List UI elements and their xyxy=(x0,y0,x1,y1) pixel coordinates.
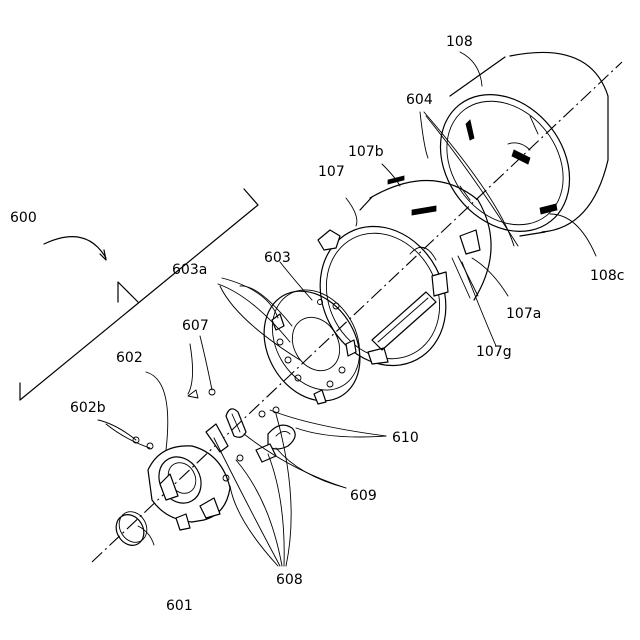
assembly-600-bracket xyxy=(20,189,258,400)
label-603: 603 xyxy=(264,250,291,266)
label-610: 610 xyxy=(392,430,419,446)
label-107a: 107a xyxy=(506,306,541,322)
label-108: 108 xyxy=(446,34,473,50)
label-107g: 107g xyxy=(476,344,512,360)
label-609: 609 xyxy=(350,488,377,504)
label-602b: 602b xyxy=(70,400,106,416)
cap-601 xyxy=(111,507,153,551)
label-608: 608 xyxy=(276,572,303,588)
label-603a: 603a xyxy=(172,262,207,278)
outer-cylinder-108 xyxy=(414,52,608,257)
label-602: 602 xyxy=(116,350,143,366)
label-604: 604 xyxy=(406,92,433,108)
label-107b: 107b xyxy=(348,144,384,160)
circuit-disc-603 xyxy=(245,274,379,418)
holder-602 xyxy=(133,437,230,530)
label-600: 600 xyxy=(10,210,37,226)
inner-cylinder-107 xyxy=(296,176,491,388)
label-107: 107 xyxy=(318,164,345,180)
label-108c: 108c xyxy=(590,268,624,284)
label-601: 601 xyxy=(166,598,193,614)
label-607: 607 xyxy=(182,318,209,334)
